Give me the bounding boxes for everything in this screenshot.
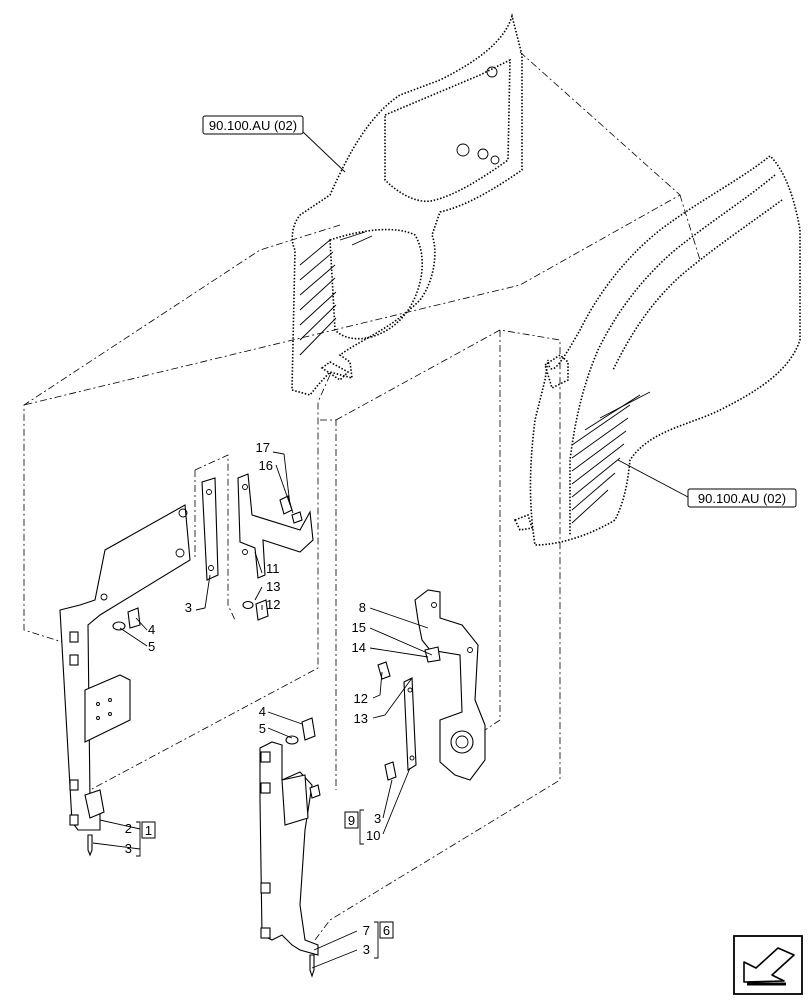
reference-text-right: 90.100.AU (02) (698, 491, 786, 506)
group-box-6-label: 6 (383, 923, 390, 938)
group-box-9-label: 9 (348, 813, 355, 828)
callout-8: 8 (359, 600, 366, 615)
callout-11: 11 (266, 561, 280, 576)
callout-5-left: 5 (148, 639, 155, 654)
callout-3-right: 3 (374, 811, 381, 826)
leader-lines (92, 130, 689, 969)
reference-text-top: 90.100.AU (02) (209, 118, 297, 133)
reference-label-right[interactable]: 90.100.AU (02) (687, 488, 797, 508)
callout-2: 2 (125, 821, 132, 836)
callout-4-lower: 4 (259, 704, 266, 719)
callout-15: 15 (352, 620, 366, 635)
right-grille-panel (513, 154, 801, 546)
callout-14: 14 (352, 640, 366, 655)
callout-numbers: 17 16 11 13 12 3 4 5 2 3 8 15 14 12 13 4… (125, 440, 381, 957)
callout-12-right: 12 (354, 691, 368, 706)
group-box-6[interactable]: 6 (374, 921, 394, 959)
callout-13-right: 13 (354, 711, 368, 726)
callout-7: 7 (363, 923, 370, 938)
right-center-bracket (377, 589, 486, 781)
callout-3-lower: 3 (363, 942, 370, 957)
group-box-9[interactable]: 9 (344, 809, 364, 845)
callout-13-upper: 13 (266, 579, 280, 594)
lower-center-bracket (259, 717, 321, 978)
next-page-arrow-icon (743, 947, 795, 983)
upper-grille-panel (291, 12, 523, 396)
callout-17: 17 (256, 440, 270, 455)
center-upper-brackets (201, 473, 314, 621)
assembly-outlines (23, 51, 701, 941)
callout-10: 10 (366, 828, 380, 843)
callout-3-left: 3 (125, 841, 132, 856)
next-page-button[interactable] (733, 935, 803, 995)
callout-3-upper: 3 (185, 600, 192, 615)
group-box-1-label: 1 (145, 823, 152, 838)
callout-5-lower: 5 (259, 721, 266, 736)
left-mounting-bracket (59, 504, 191, 857)
callout-16: 16 (259, 458, 273, 473)
callout-12-upper: 12 (266, 597, 280, 612)
group-box-1[interactable]: 1 (136, 821, 156, 857)
callout-4-left: 4 (148, 622, 155, 637)
reference-label-top[interactable]: 90.100.AU (02) (202, 115, 304, 135)
